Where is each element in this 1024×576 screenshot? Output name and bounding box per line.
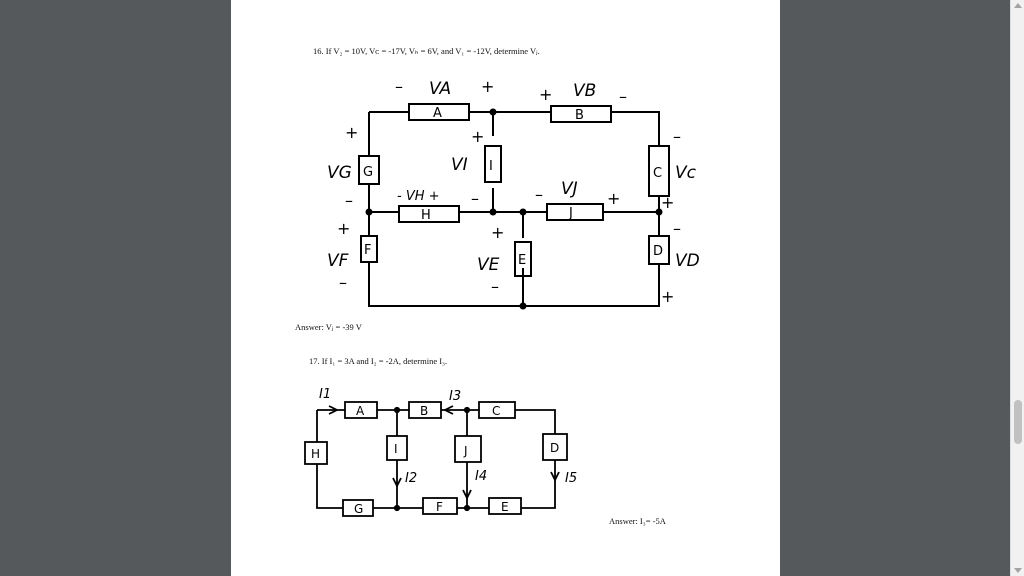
component17-h-box bbox=[304, 441, 328, 465]
label-vc: Vc bbox=[675, 163, 697, 183]
component-c-box bbox=[648, 145, 670, 197]
vd-plus: + bbox=[661, 287, 674, 306]
label-i2: I2 bbox=[405, 471, 417, 486]
circuit-16-diagram: A B G I C H J F E D VA VB VG VI Vc VJ VF… bbox=[327, 77, 700, 310]
vg-minus: – bbox=[345, 191, 353, 210]
vf-plus: + bbox=[337, 219, 350, 238]
label17-d: D bbox=[550, 441, 559, 455]
ve-minus: – bbox=[491, 277, 499, 296]
question-16-text: 16. If V₂ = 10V, Vᴄ = -17V, Vₕ = 6V, and… bbox=[313, 46, 540, 56]
label-va: VA bbox=[429, 79, 451, 99]
component-h-box bbox=[398, 205, 460, 223]
component-g-box bbox=[358, 155, 380, 185]
circuit-17-diagram: A B C H I J D G F E I1 I3 I2 I4 I5 bbox=[304, 387, 577, 517]
component17-i-box bbox=[386, 435, 408, 461]
label-j: J bbox=[568, 206, 573, 221]
component17-f-box bbox=[422, 497, 458, 515]
label-ve: VE bbox=[477, 255, 500, 275]
component17-g-box bbox=[342, 499, 374, 517]
label17-c: C bbox=[492, 404, 500, 418]
label-vi: VI bbox=[451, 155, 468, 175]
vc-minus: – bbox=[673, 127, 681, 146]
scroll-thumb[interactable] bbox=[1014, 400, 1022, 444]
label-i1: I1 bbox=[319, 387, 331, 402]
label-i4: I4 bbox=[475, 469, 487, 484]
label-h: H bbox=[421, 208, 431, 223]
label-d: D bbox=[653, 244, 663, 259]
label-e: E bbox=[518, 253, 526, 268]
vf-minus: – bbox=[339, 273, 347, 292]
vg-plus: + bbox=[345, 123, 358, 142]
question-17-text: 17. If I₁ = 3A and I₂ = -2A, determine I… bbox=[309, 356, 448, 366]
label-f: F bbox=[364, 243, 371, 258]
component17-a-box bbox=[344, 401, 378, 419]
label-vg: VG bbox=[327, 163, 352, 183]
answer-16: Answer: Vⱼ = -39 V bbox=[295, 322, 362, 332]
vj-plus: + bbox=[607, 189, 620, 208]
va-plus: + bbox=[481, 77, 494, 96]
component-a-box bbox=[408, 103, 470, 121]
component17-c-box bbox=[478, 401, 516, 419]
vd-minus: – bbox=[673, 219, 681, 238]
component-d-box bbox=[648, 235, 670, 265]
component-i-box bbox=[484, 145, 502, 183]
component17-d-box bbox=[542, 433, 568, 461]
label-vj: VJ bbox=[561, 179, 578, 199]
label17-a: A bbox=[356, 404, 365, 418]
label17-h: H bbox=[311, 447, 320, 461]
label17-b: B bbox=[420, 404, 428, 418]
label-g: G bbox=[363, 165, 373, 180]
vj-minus: – bbox=[535, 185, 543, 204]
component17-e-box bbox=[488, 497, 522, 515]
vb-minus: – bbox=[619, 87, 627, 106]
ve-plus: + bbox=[491, 223, 504, 242]
label17-e: E bbox=[501, 500, 509, 514]
answer-17: Answer: I₃= -5A bbox=[609, 516, 666, 526]
label-vf: VF bbox=[327, 251, 349, 271]
va-minus: – bbox=[395, 77, 403, 96]
component-j-box bbox=[546, 203, 604, 221]
component17-b-box bbox=[408, 401, 442, 419]
document-page: 16. If V₂ = 10V, Vᴄ = -17V, Vₕ = 6V, and… bbox=[231, 0, 780, 576]
component-b-box bbox=[550, 105, 612, 123]
label17-f: F bbox=[436, 500, 443, 514]
label-vd: VD bbox=[675, 251, 700, 271]
label-i5: I5 bbox=[565, 471, 577, 486]
vc-plus: + bbox=[661, 193, 674, 212]
scroll-up-arrow-icon[interactable] bbox=[1014, 3, 1022, 8]
label-b: B bbox=[575, 108, 584, 123]
component-e-box bbox=[514, 241, 532, 277]
label17-i: I bbox=[394, 442, 398, 456]
scroll-down-arrow-icon[interactable] bbox=[1014, 568, 1022, 573]
label-i: I bbox=[489, 159, 493, 174]
label-vb: VB bbox=[573, 81, 596, 101]
component17-j-box bbox=[454, 435, 482, 463]
label-i3: I3 bbox=[449, 389, 461, 404]
label17-g: G bbox=[354, 502, 363, 516]
vb-plus: + bbox=[539, 85, 552, 104]
label-c: C bbox=[653, 166, 662, 181]
label-a: A bbox=[433, 106, 442, 121]
label17-j: J bbox=[463, 444, 468, 458]
vi-minus: – bbox=[471, 189, 479, 208]
component-f-box bbox=[360, 235, 378, 263]
vi-plus: + bbox=[471, 127, 484, 146]
label-vh: - VH + bbox=[397, 189, 440, 204]
vertical-scrollbar[interactable] bbox=[1010, 0, 1024, 576]
